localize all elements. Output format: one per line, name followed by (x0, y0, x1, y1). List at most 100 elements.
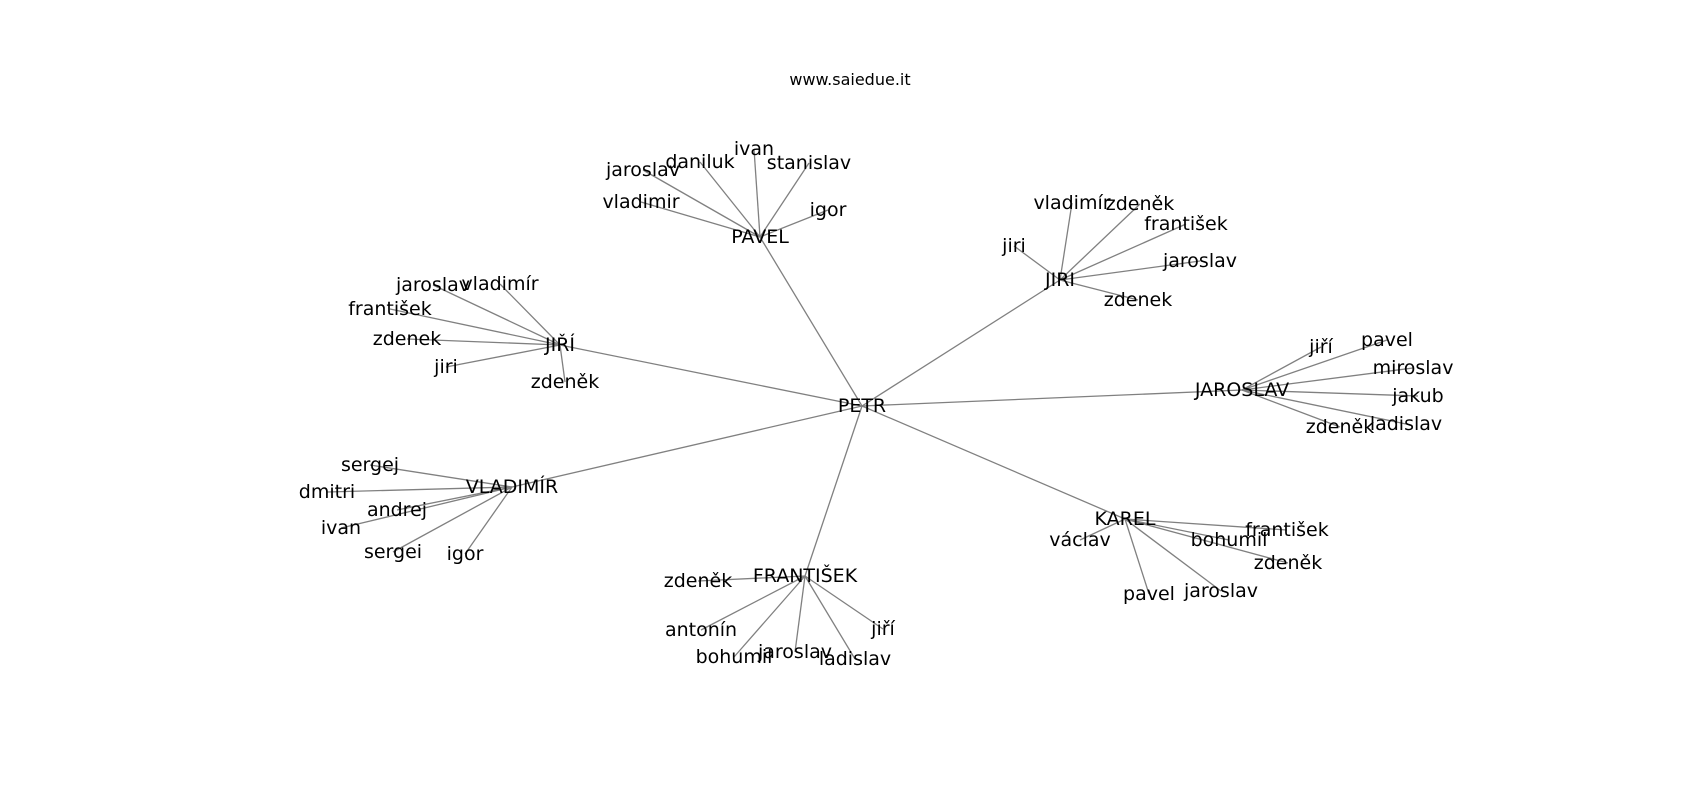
node-hub-jiri: JIŘÍ (544, 333, 575, 356)
edge-pavel-igor (759, 209, 829, 238)
node-leaf-jiri-vladimir: vladimír (461, 273, 538, 295)
edge-jiri-vladimir (1059, 202, 1073, 281)
edge-jaroslav-zdenek (1241, 389, 1341, 428)
node-leaf-pavel-vladimir: vladimir (602, 191, 679, 213)
node-leaf-jiri-jaroslav: jaroslav (395, 274, 470, 296)
node-leaf-vladimir-igor: igor (447, 543, 484, 565)
node-leaf-karel-jaroslav: jaroslav (1183, 580, 1258, 602)
edge-root-vladimir (511, 405, 863, 488)
node-leaf-jaroslav-pavel: pavel (1361, 329, 1413, 351)
node-root-petr: PETR (838, 395, 886, 417)
node-leaf-jaroslav-jiri: jiří (1308, 336, 1333, 358)
edge-pavel-vladimir (640, 201, 761, 238)
node-leaf-karel-zdenek: zdeněk (1254, 552, 1322, 574)
edge-root-jiri (861, 279, 1061, 407)
node-leaf-vladimir-ivan: ivan (321, 517, 361, 539)
edge-jiri-jiri (1013, 245, 1061, 281)
edge-vladimir-sergei (392, 486, 513, 553)
node-leaf-vladimir-sergei: sergei (364, 541, 422, 563)
node-leaf-frantisek-antonin: antonín (665, 619, 737, 641)
node-leaf-jiri-frantisek: františek (1144, 213, 1228, 235)
node-hub-karel: KAREL (1095, 508, 1156, 530)
node-leaf-karel-bohumil: bohumil (1191, 529, 1268, 551)
node-hub-frantisek: FRANTIŠEK (753, 563, 858, 587)
edge-vladimir-dmitri (326, 486, 513, 493)
edge-root-pavel (759, 236, 863, 407)
node-leaf-frantisek-jaroslav: jaroslav (757, 641, 832, 663)
edge-root-jiri (559, 344, 863, 407)
node-leaf-karel-pavel: pavel (1123, 583, 1175, 605)
edge-vladimir-ivan (340, 486, 513, 529)
node-leaf-frantisek-ladislav: ladislav (819, 648, 891, 670)
node-leaf-vladimir-andrej: andrej (367, 499, 427, 521)
node-leaf-jiri-vladimir: vladimír (1033, 192, 1110, 214)
edge-karel-jaroslav (1124, 518, 1222, 592)
edge-pavel-daniluk (699, 161, 761, 238)
node-leaf-jiri-jiri: jiri (1001, 235, 1026, 257)
node-leaf-pavel-daniluk: daniluk (665, 151, 734, 173)
node-leaf-jiri-jiri: jiri (433, 356, 458, 378)
node-leaf-vladimir-sergej: sergej (341, 454, 399, 476)
node-leaf-jaroslav-ladislav: ladislav (1370, 413, 1442, 435)
edge-karel-bohumil (1124, 518, 1230, 541)
node-hub-pavel: PAVEL (731, 226, 789, 248)
edge-root-jaroslav (861, 389, 1243, 407)
node-hub-vladimir: VLADIMÍR (466, 475, 558, 498)
edge-jaroslav-ladislav (1241, 389, 1407, 425)
edge-jiri-vladimir (499, 283, 561, 346)
node-leaf-jaroslav-zdenek: zdeněk (1306, 416, 1374, 438)
edge-jaroslav-pavel (1241, 339, 1388, 391)
node-leaf-jaroslav-jakub: jakub (1391, 385, 1443, 407)
edge-frantisek-ladislav (804, 575, 856, 660)
edge-jiri-jaroslav (432, 284, 561, 346)
node-leaf-jiri-jaroslav: jaroslav (1162, 250, 1237, 272)
node-leaf-frantisek-bohumil: bohumil (696, 646, 773, 668)
node-leaf-jiri-zdenek: zdeněk (531, 371, 599, 393)
node-leaf-vladimir-dmitri: dmitri (299, 481, 355, 503)
edge-jaroslav-jakub (1241, 389, 1419, 397)
label-layer: PETRPAVELjaroslavdanilukivanstanislavvla… (299, 138, 1454, 670)
edge-jiri-zdenek (406, 338, 561, 346)
edge-root-frantisek (804, 405, 863, 577)
edge-jiri-jaroslav (1059, 260, 1201, 281)
edge-jiri-zdenek (1059, 279, 1139, 301)
node-leaf-pavel-igor: igor (810, 199, 847, 221)
edge-pavel-jaroslav (642, 169, 761, 238)
node-leaf-jiri-zdenek: zdeněk (1106, 193, 1174, 215)
node-leaf-karel-frantisek: františek (1245, 519, 1329, 541)
edge-karel-vaclav (1079, 518, 1126, 541)
edge-pavel-stanislav (759, 162, 810, 238)
edge-jiri-frantisek (1059, 223, 1187, 281)
node-leaf-frantisek-zdenek: zdeněk (664, 570, 732, 592)
edge-pavel-ivan (753, 148, 761, 238)
edge-frantisek-bohumil (733, 575, 806, 658)
node-leaf-jiri-zdenek: zdenek (373, 328, 441, 350)
edge-karel-pavel (1124, 518, 1150, 595)
edge-jiri-zdenek (559, 344, 566, 383)
diagram-title: www.saiedue.it (789, 70, 911, 89)
node-leaf-pavel-jaroslav: jaroslav (605, 159, 680, 181)
node-hub-jiri: JIRI (1044, 269, 1075, 291)
edge-vladimir-sergej (369, 464, 513, 488)
edge-karel-zdenek (1124, 518, 1289, 564)
edge-jaroslav-miroslav (1241, 367, 1414, 391)
edge-frantisek-jiri (804, 575, 884, 630)
node-hub-jaroslav: JAROSLAV (1194, 379, 1289, 401)
node-leaf-pavel-ivan: ivan (734, 138, 774, 160)
edge-jiri-zdenek (1059, 203, 1141, 281)
node-leaf-jiri-zdenek: zdenek (1104, 289, 1172, 311)
node-leaf-karel-vaclav: václav (1049, 529, 1111, 551)
edge-frantisek-jaroslav (794, 575, 806, 653)
edge-vladimir-igor (464, 486, 513, 555)
edge-jiri-jiri (445, 344, 561, 368)
node-leaf-frantisek-jiri: jiří (870, 618, 895, 640)
edge-vladimir-andrej (396, 486, 513, 511)
edge-frantisek-zdenek (697, 575, 806, 582)
node-leaf-pavel-stanislav: stanislav (767, 152, 851, 174)
edge-frantisek-antonin (700, 575, 806, 631)
edge-jaroslav-jiri (1241, 346, 1322, 391)
edge-layer (326, 148, 1419, 660)
node-leaf-jaroslav-miroslav: miroslav (1373, 357, 1454, 379)
edge-root-karel (861, 405, 1126, 520)
